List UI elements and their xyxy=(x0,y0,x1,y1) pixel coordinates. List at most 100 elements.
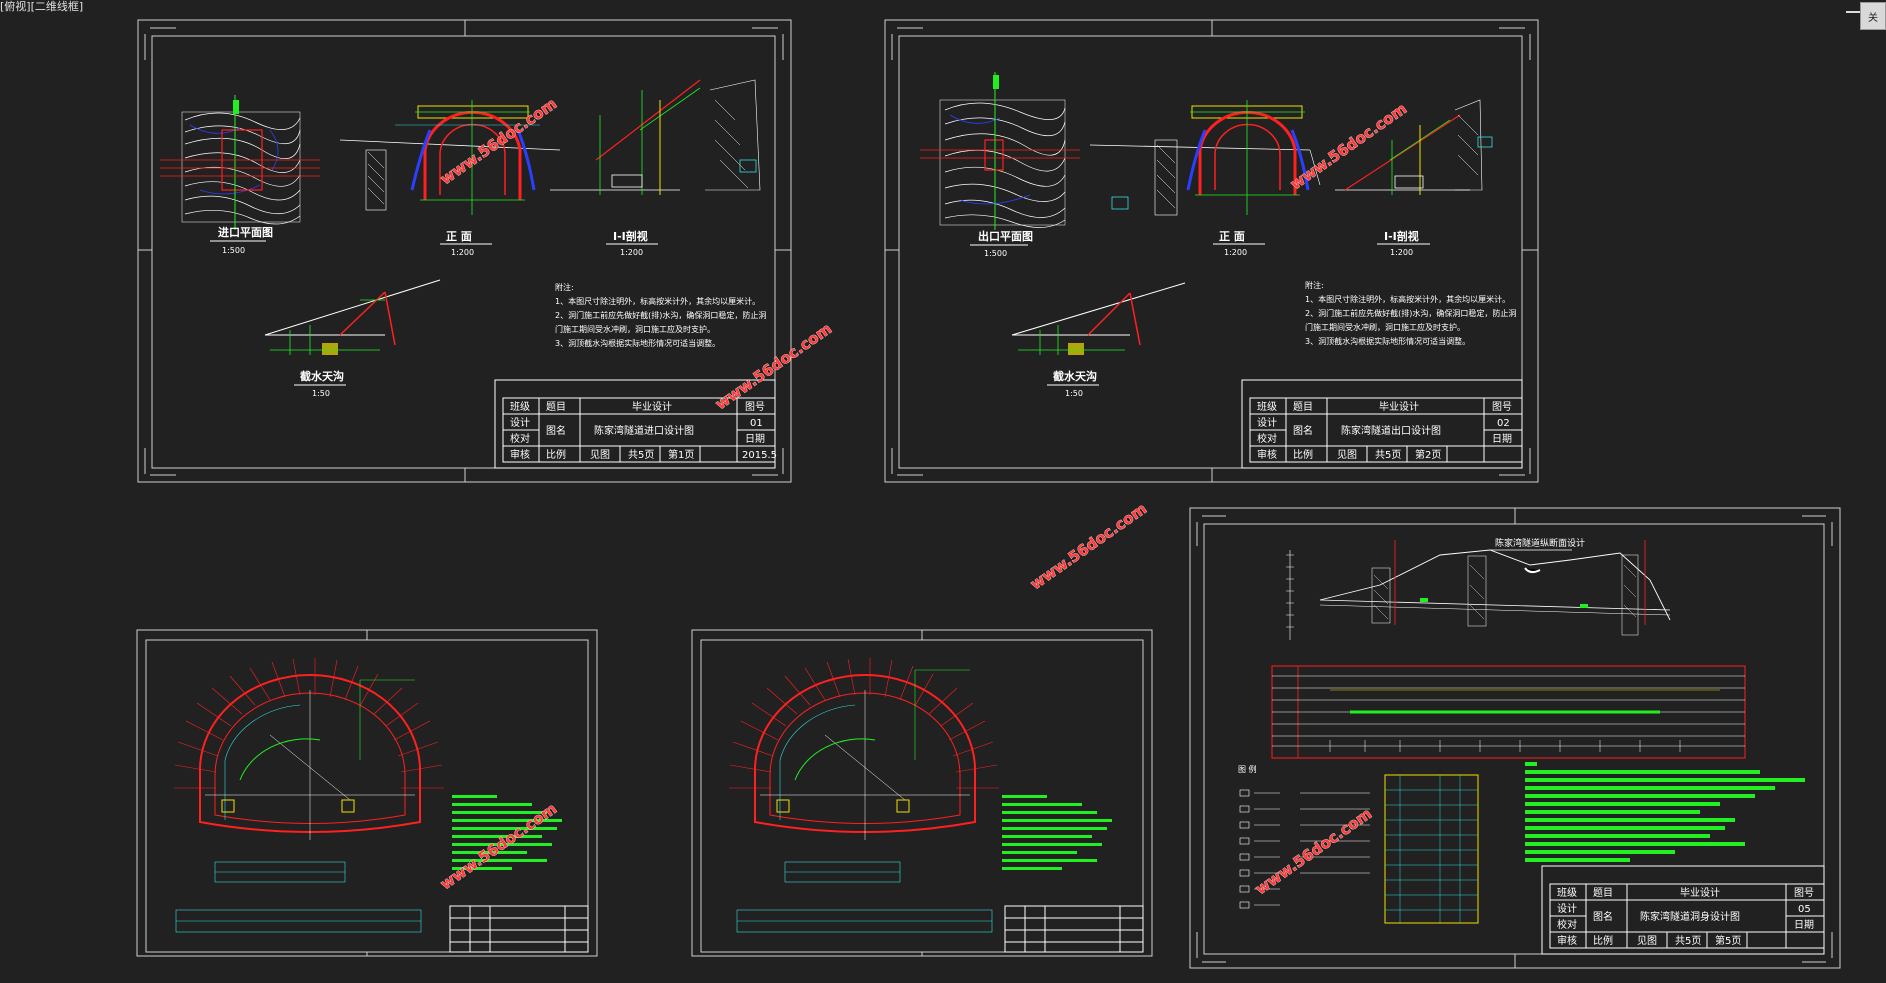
sheet-2-note-2: 2、洞门施工前应先做好截(排)水沟，确保洞口稳定，防止洞 xyxy=(1305,308,1516,318)
watermarks: www.56doc.com www.56doc.com www.56doc.co… xyxy=(437,94,1411,899)
sheet-3-tb-class: 班级 xyxy=(1557,887,1577,899)
sheet-1-tb-drawing-no-label: 图号 xyxy=(745,401,765,413)
sheet-3-outer-frame xyxy=(1189,507,1841,969)
sheet-3-yellow-table xyxy=(1384,774,1479,924)
sheet-2-tb-date-label: 日期 xyxy=(1492,433,1512,445)
sheet-1-caption-front: 正 面 xyxy=(446,230,472,243)
sheet-1[interactable]: 进口平面图 1:500 正 面 1:200 xyxy=(137,19,792,483)
sheet-3-legend-title: 图 例 xyxy=(1238,764,1257,774)
sheet-2-tb-drawing-name-label: 图名 xyxy=(1293,424,1313,437)
sheet-2-caption-plan: 出口平面图 xyxy=(978,229,1033,243)
watermark-2: www.56doc.com xyxy=(712,320,835,414)
sheet-1-tb-scale: 见图 xyxy=(590,449,610,461)
sheet-2-scale-front: 1:200 xyxy=(1224,248,1247,257)
sheet-2-scale-plan: 1:500 xyxy=(984,249,1007,258)
sheet-2-tb-scale: 见图 xyxy=(1337,449,1357,461)
sheet-3-tb-drawing-name-label: 图名 xyxy=(1593,910,1613,923)
sheet-3-tb-drawing-name: 陈家湾隧道洞身设计图 xyxy=(1640,910,1740,923)
sheet-1-corner-marks xyxy=(138,20,791,482)
sheet-3-tb-topic: 题目 xyxy=(1593,887,1613,899)
sheet-2-tb-drawing-no: 02 xyxy=(1497,418,1510,429)
sheet-3-tb-scale-label: 比例 xyxy=(1593,934,1613,947)
watermark-1: www.56doc.com xyxy=(437,95,560,189)
sheet-1-tb-graduation: 毕业设计 xyxy=(632,400,672,413)
watermark-3: www.56doc.com xyxy=(1287,100,1410,194)
sheet-2-notes: 附注: 1、本图尺寸除注明外，标高按米计外，其余均以厘米计。 2、洞门施工前应先… xyxy=(1305,280,1516,346)
sheet-1-plan-view xyxy=(160,95,320,230)
sheet-2-note-3: 门施工期间受水冲刷，洞口施工应及时支护。 xyxy=(1305,322,1465,332)
sheet-1-inner-frame xyxy=(151,35,776,469)
sheet-3-title-block[interactable]: 班级 题目 毕业设计 图号 设计 图名 陈家湾隧道洞身设计图 05 校对 日期 … xyxy=(1541,865,1825,955)
sheet-1-title-block[interactable]: 班级 题目 毕业设计 图号 设计 图名 陈家湾隧道进口设计图 01 校对 日期 … xyxy=(494,379,777,469)
sheet-1-tb-check: 校对 xyxy=(510,432,530,445)
sheet-1-caption-plan: 进口平面图 xyxy=(218,225,273,239)
sheet-1-tb-topic: 题目 xyxy=(546,401,566,413)
sheet-2-caption-front: 正 面 xyxy=(1219,230,1245,243)
sheet-3-inner-frame xyxy=(1203,523,1825,955)
sheet-2-tb-page: 第2页 xyxy=(1415,448,1441,461)
sheet-3-tb-graduation: 毕业设计 xyxy=(1680,886,1720,899)
sheet-1-note-2: 2、洞门施工前应先做好截(排)水沟，确保洞口稳定，防止洞 xyxy=(555,310,766,320)
sheet-3[interactable]: 陈家湾隧道纵断面设计 xyxy=(1189,507,1841,969)
sheet-3-title: 陈家湾隧道纵断面设计 xyxy=(1495,537,1585,549)
sheet-5-inner-frame xyxy=(700,639,1144,953)
sheet-1-scale-ditch: 1:50 xyxy=(312,389,330,398)
sheet-1-note-3: 门施工期间受水冲刷，洞口施工应及时支护。 xyxy=(555,324,715,334)
sheet-2-tb-class: 班级 xyxy=(1257,401,1277,413)
sheet-3-tb-page: 第5页 xyxy=(1715,934,1741,947)
sheet-5-outer-frame xyxy=(691,629,1153,957)
sheet-1-tb-review: 审核 xyxy=(510,448,530,461)
sheet-1-caption-section: I-I剖视 xyxy=(613,229,648,243)
sheet-1-tb-date-label: 日期 xyxy=(745,433,765,445)
sheet-1-notes-title: 附注: xyxy=(555,282,574,292)
watermark-6: www.56doc.com xyxy=(1252,805,1375,899)
sheet-2-caption-section: I-I剖视 xyxy=(1384,229,1419,243)
sheet-2-tb-design: 设计 xyxy=(1257,416,1277,429)
sheet-2-scale-ditch: 1:50 xyxy=(1065,389,1083,398)
sheet-4-inner-frame xyxy=(145,639,589,953)
sheet-5-tunnel-section xyxy=(729,658,999,933)
sheet-2-tb-check: 校对 xyxy=(1257,432,1277,445)
sheet-1-caption-ditch: 截水天沟 xyxy=(300,369,344,383)
sheet-3-profile-view xyxy=(1286,540,1671,640)
sheet-2-caption-ditch: 截水天沟 xyxy=(1053,369,1097,383)
sheet-4-notes xyxy=(452,795,562,870)
sheet-3-green-notes xyxy=(1525,762,1805,862)
sheet-1-tb-scale-label: 比例 xyxy=(546,448,566,461)
sheet-2-scale-section: 1:200 xyxy=(1390,248,1413,257)
sheet-1-scale-front: 1:200 xyxy=(451,248,474,257)
sheet-1-tb-drawing-no: 01 xyxy=(750,418,763,429)
sheet-4-outer-frame xyxy=(136,629,598,957)
sheet-1-tb-date: 2015.5 xyxy=(742,450,777,461)
sheet-2-section-view xyxy=(1335,99,1493,195)
sheet-2-plan-view xyxy=(920,72,1080,230)
sheet-2-inner-frame xyxy=(898,35,1523,469)
sheet-3-legend xyxy=(1239,789,1370,909)
sheet-2-tb-topic: 题目 xyxy=(1293,401,1313,413)
sheet-4[interactable] xyxy=(136,629,598,957)
sheet-2-title-block[interactable]: 班级 题目 毕业设计 图号 设计 图名 陈家湾隧道出口设计图 02 校对 日期 … xyxy=(1241,379,1523,469)
sheet-3-tb-total-pages: 共5页 xyxy=(1675,935,1701,947)
sheet-4-title-block[interactable] xyxy=(449,905,589,953)
sheet-3-corner-marks xyxy=(1196,508,1833,968)
sheet-1-note-1: 1、本图尺寸除注明外，标高按米计外，其余均以厘米计。 xyxy=(555,296,760,306)
sheet-4-tunnel-section xyxy=(174,658,444,933)
sheet-3-tb-date-label: 日期 xyxy=(1794,919,1814,931)
sheet-1-notes: 附注: 1、本图尺寸除注明外，标高按米计外，其余均以厘米计。 2、洞门施工前应先… xyxy=(555,282,766,348)
sheet-5[interactable] xyxy=(691,629,1153,957)
sheet-1-tb-drawing-name: 陈家湾隧道进口设计图 xyxy=(594,424,694,437)
sheet-5-title-block[interactable] xyxy=(1004,905,1144,953)
sheet-2-tb-drawing-no-label: 图号 xyxy=(1492,401,1512,413)
sheet-2-notes-title: 附注: xyxy=(1305,280,1324,290)
sheet-2-tb-review: 审核 xyxy=(1257,448,1277,461)
sheet-1-section-view xyxy=(550,79,761,195)
sheet-2-corner-marks xyxy=(885,20,1538,482)
sheet-2[interactable]: 出口平面图 1:500 正 面 1:200 xyxy=(884,19,1539,483)
viewport-label[interactable]: [俯视][二维线框] xyxy=(0,0,84,13)
sheet-1-scale-section: 1:200 xyxy=(620,248,643,257)
sheet-3-profile-table xyxy=(1271,665,1746,759)
sheet-3-tb-review: 审核 xyxy=(1557,934,1577,947)
sheet-1-ditch-view xyxy=(264,279,441,355)
sheet-3-tb-design: 设计 xyxy=(1557,902,1577,915)
